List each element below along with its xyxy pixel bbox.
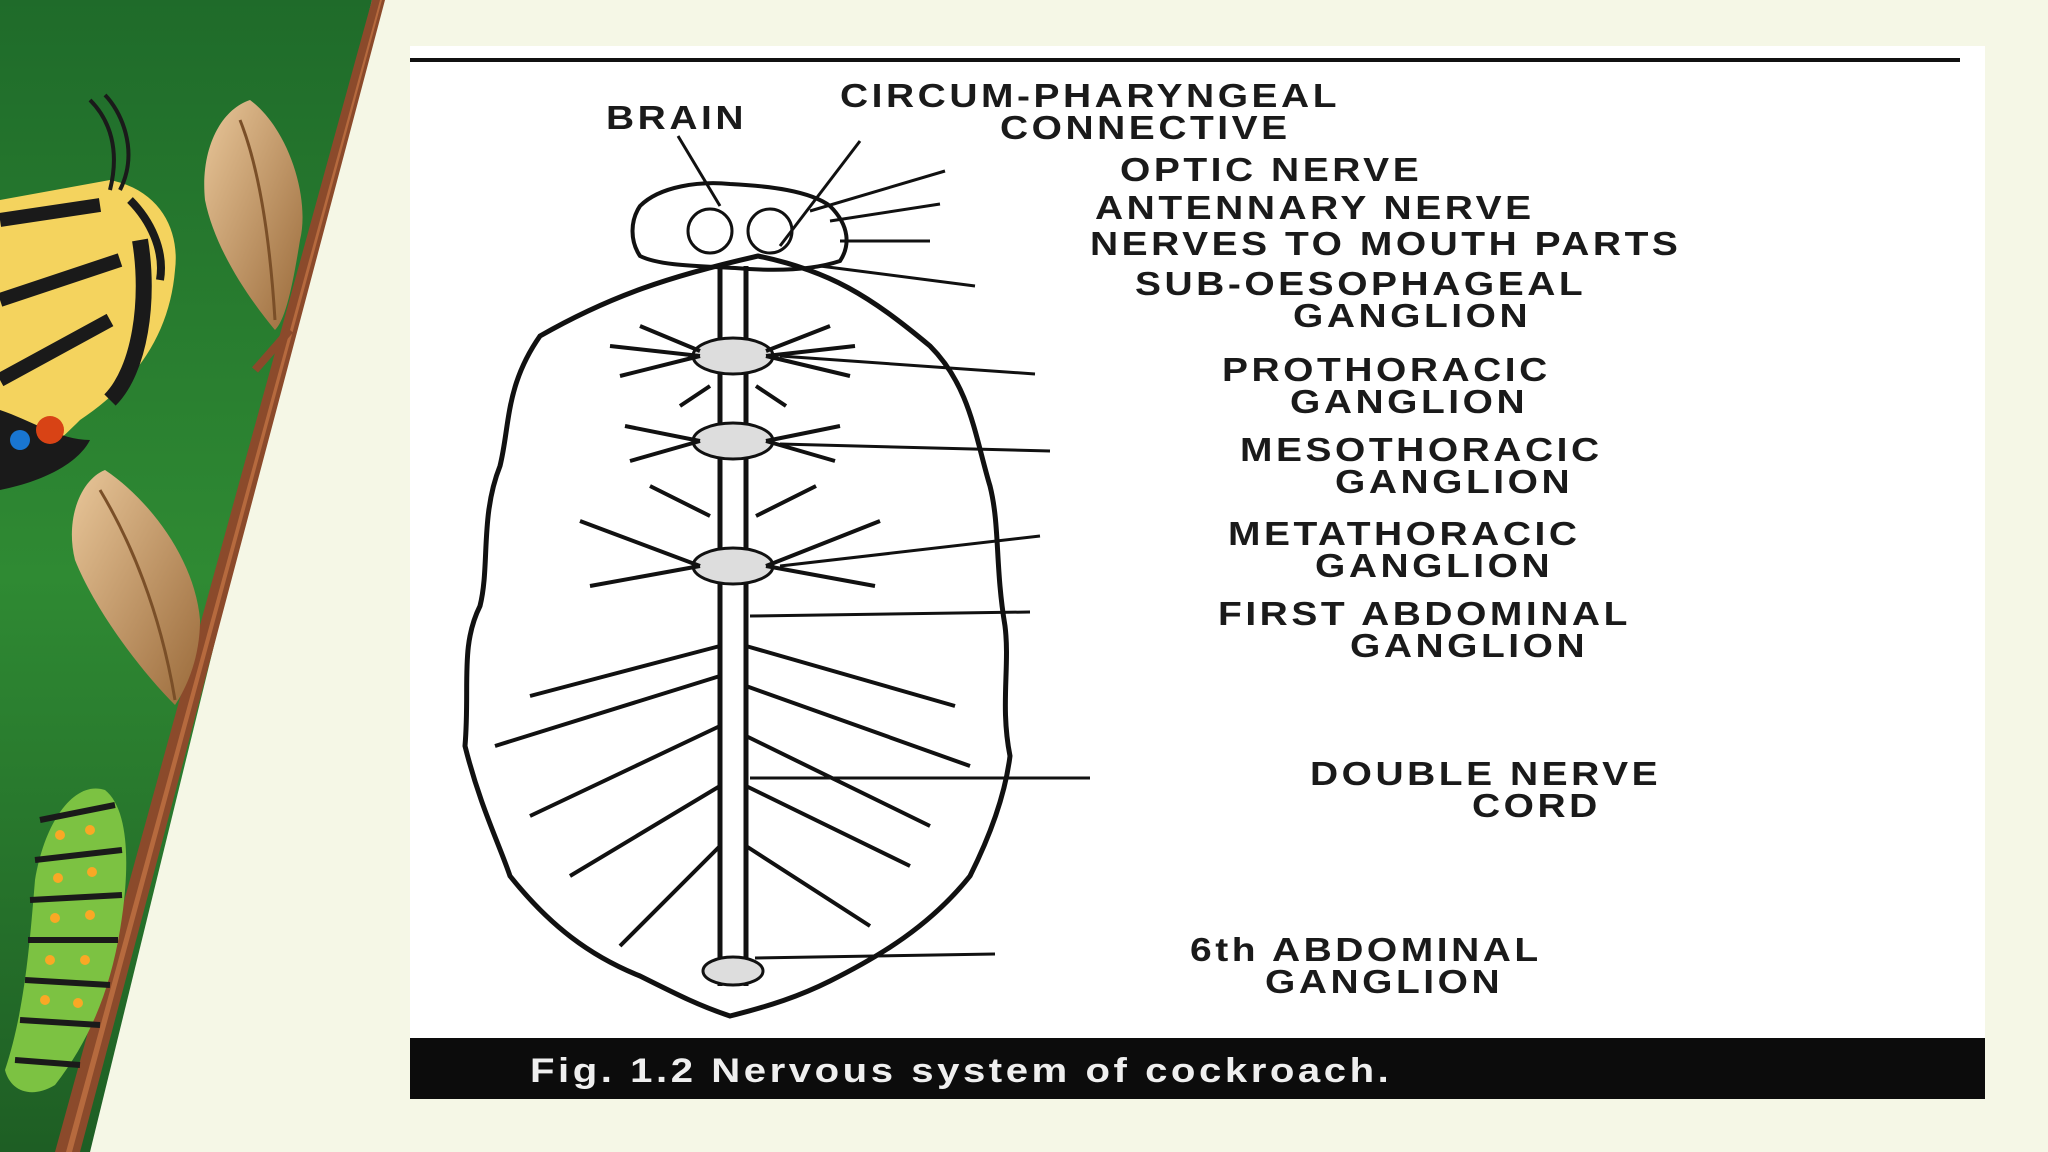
label-metathoracic-line2: GANGLION xyxy=(1315,547,1554,584)
label-optic-nerve: OPTIC NERVE xyxy=(1120,151,1423,188)
label-sixth-abdominal-line2: GANGLION xyxy=(1265,963,1504,1000)
label-sub-oesophageal-line1: SUB-OESOPHAGEAL xyxy=(1135,265,1587,302)
cockroach-nervous-system-drawing xyxy=(410,58,1960,1019)
decorative-nature-panel xyxy=(0,0,385,1152)
label-prothoracic-line2: GANGLION xyxy=(1290,383,1529,420)
label-sixth-abdominal-line1: 6th ABDOMINAL xyxy=(1190,931,1542,968)
metathoracic-ganglion xyxy=(691,546,775,586)
label-mesothoracic-line2: GANGLION xyxy=(1335,463,1574,500)
figure-caption: Fig. 1.2 Nervous system of cockroach. xyxy=(530,1052,1393,1090)
label-prothoracic-line1: PROTHORACIC xyxy=(1222,351,1551,388)
label-sub-oesophageal-line2: GANGLION xyxy=(1293,297,1532,334)
label-brain: BRAIN xyxy=(606,99,748,136)
label-mesothoracic-line1: MESOTHORACIC xyxy=(1240,431,1603,468)
chrysalis-icon xyxy=(71,470,200,705)
brain-lobe xyxy=(746,207,794,255)
mesothoracic-ganglion xyxy=(691,421,775,461)
label-double-nerve-line2: CORD xyxy=(1472,787,1601,824)
label-first-abdominal-line2: GANGLION xyxy=(1350,627,1589,664)
diagram-figure: BRAIN CIRCUM-PHARYNGEAL CONNECTIVE OPTIC… xyxy=(410,46,1985,1099)
peripheral-nerves xyxy=(494,324,971,948)
caption-bar: Fig. 1.2 Nervous system of cockroach. xyxy=(410,1038,1985,1099)
label-metathoracic-line1: METATHORACIC xyxy=(1228,515,1581,552)
label-circum-line2: CONNECTIVE xyxy=(1000,109,1291,146)
butterfly-icon xyxy=(0,93,176,490)
leader-lines xyxy=(676,135,1090,960)
chrysalis-icon xyxy=(204,100,303,330)
label-mouth-parts: NERVES TO MOUTH PARTS xyxy=(1090,225,1682,262)
label-double-nerve-line1: DOUBLE NERVE xyxy=(1310,755,1662,792)
prothoracic-ganglion xyxy=(691,336,775,376)
label-antennary-nerve: ANTENNARY NERVE xyxy=(1095,189,1535,226)
label-circum-line1: CIRCUM-PHARYNGEAL xyxy=(840,77,1341,114)
caterpillar-icon xyxy=(5,788,127,1093)
brain-lobe xyxy=(686,207,734,255)
sixth-abdominal-ganglion xyxy=(701,955,765,987)
label-first-abdominal-line1: FIRST ABDOMINAL xyxy=(1218,595,1631,632)
head-region xyxy=(630,181,849,272)
body-outline xyxy=(462,253,1013,1019)
twig-icon xyxy=(55,0,385,1152)
